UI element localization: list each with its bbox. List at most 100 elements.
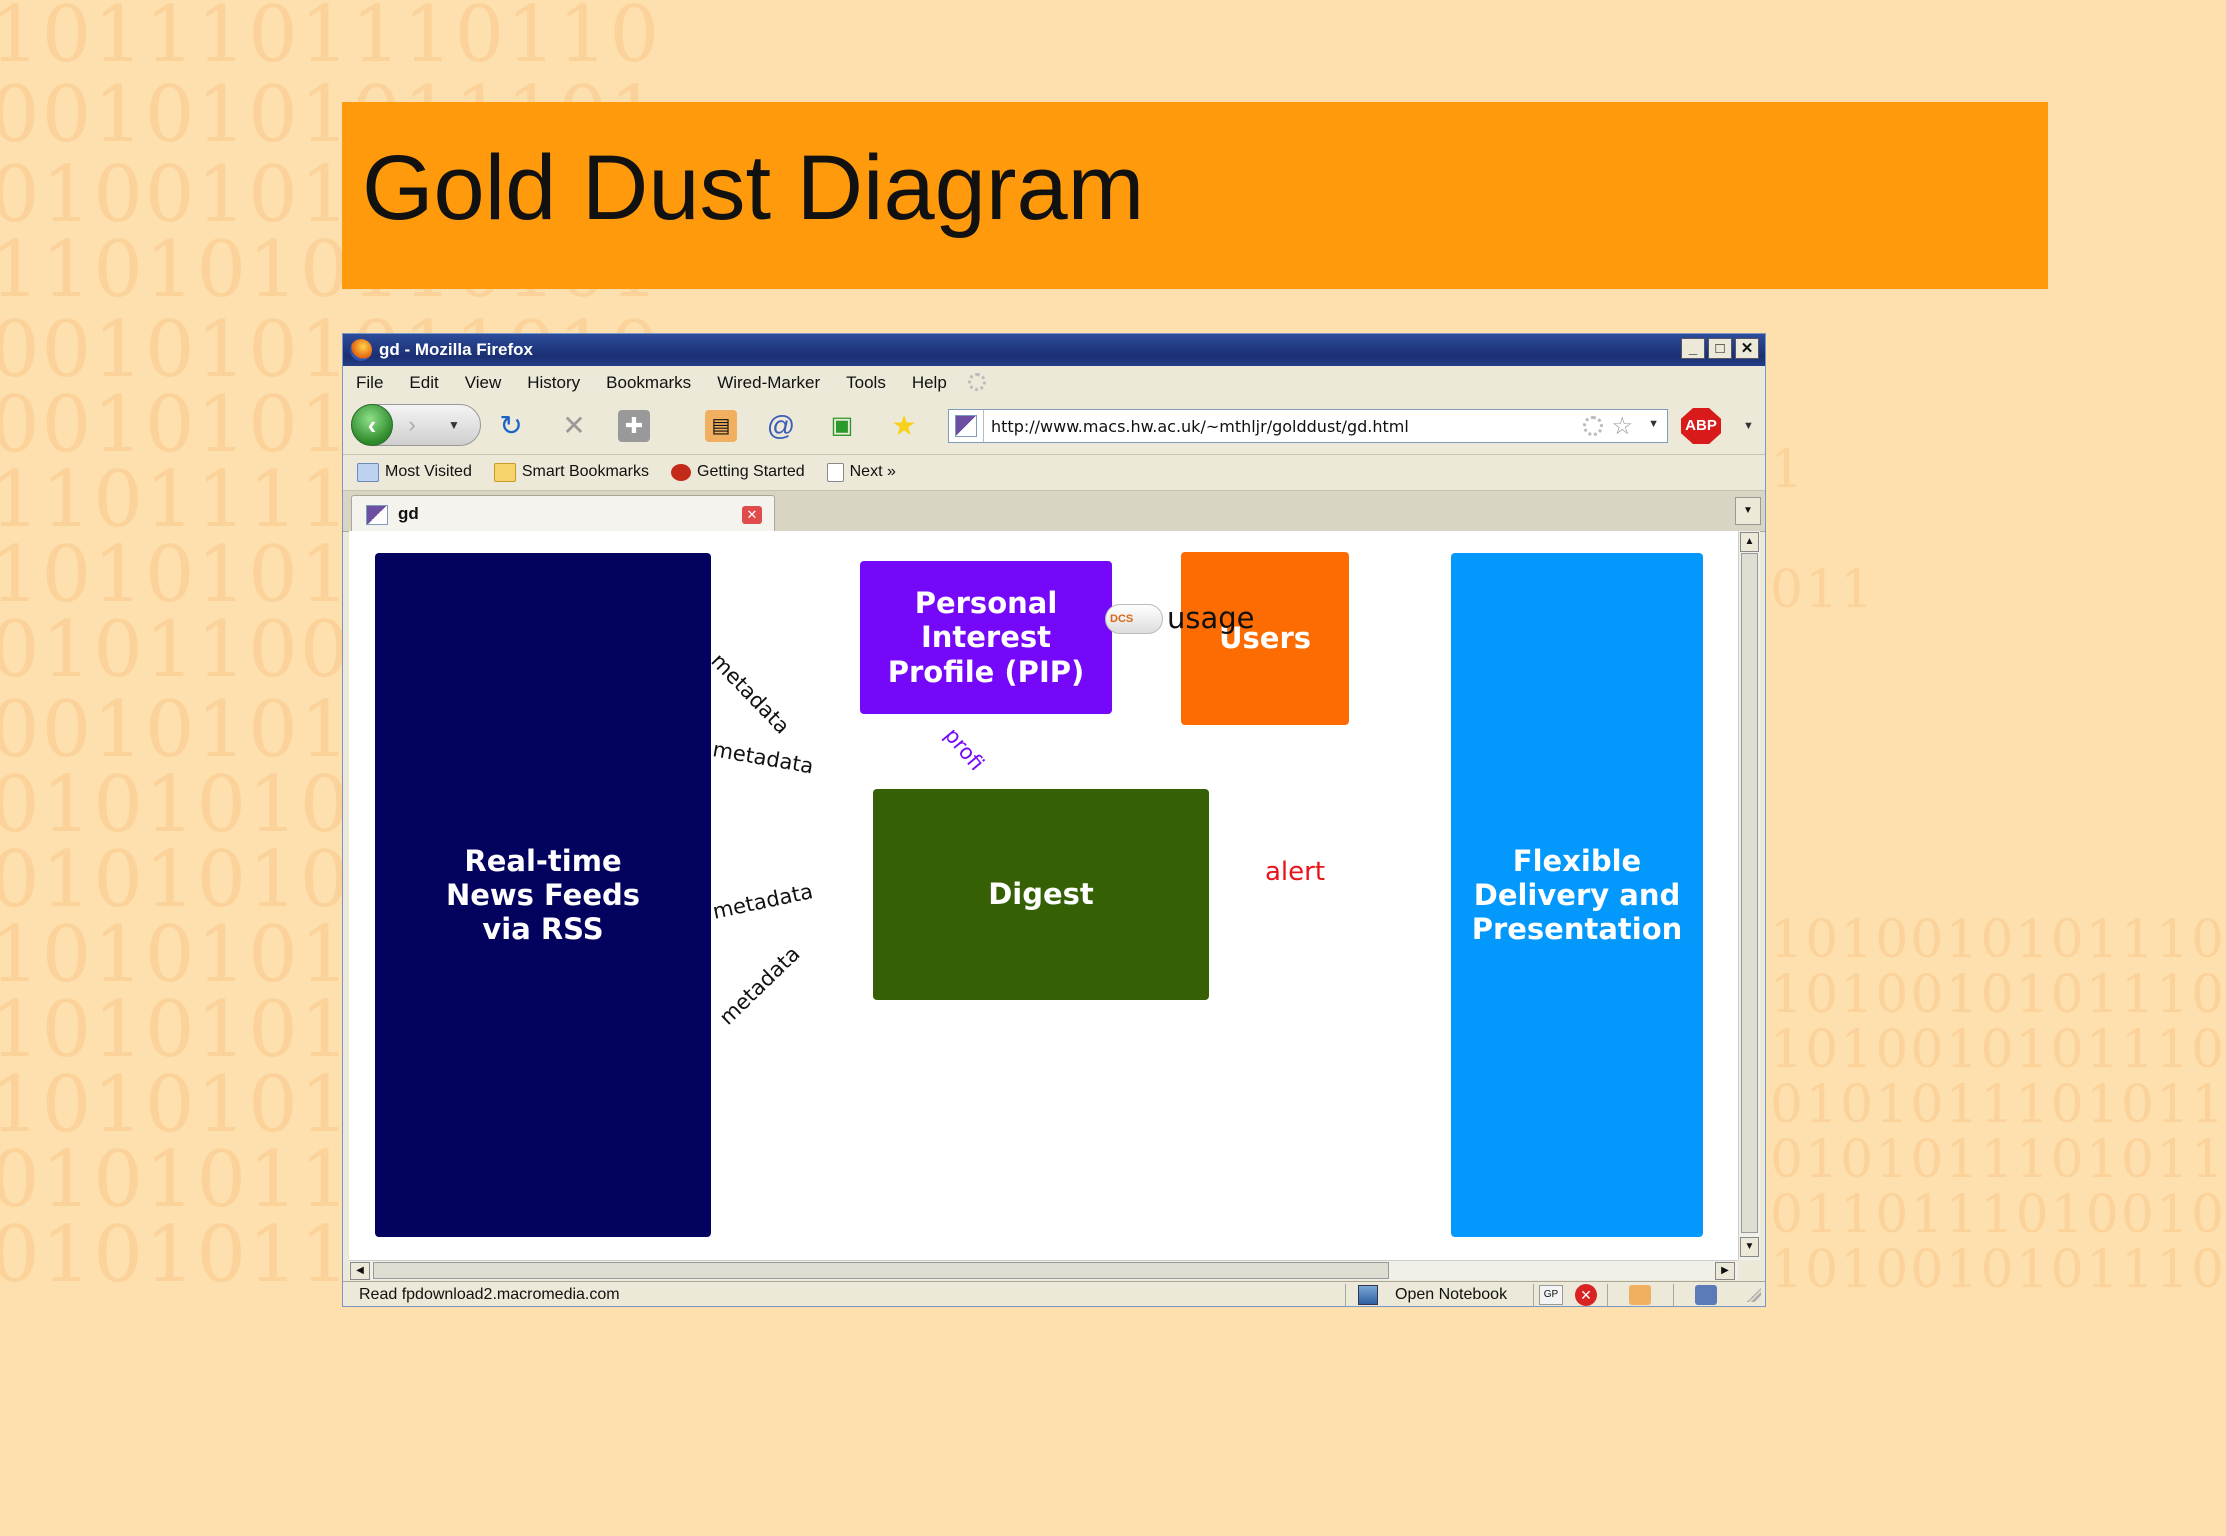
menu-tools[interactable]: Tools (846, 373, 886, 392)
url-bar[interactable]: http://www.macs.hw.ac.uk/~mthljr/golddus… (948, 409, 1668, 443)
url-text: http://www.macs.hw.ac.uk/~mthljr/golddus… (991, 417, 1409, 436)
open-notebook-button[interactable]: Open Notebook (1395, 1286, 1508, 1303)
menu-view[interactable]: View (464, 373, 502, 392)
binary-row: 1010010101110 (1770, 1240, 2226, 1300)
bookmark-getting-started[interactable]: Getting Started (663, 456, 813, 488)
loading-icon (1583, 416, 1603, 436)
binary-row: 0101011101011 (1770, 1130, 2226, 1190)
menu-bookmarks[interactable]: Bookmarks (606, 373, 692, 392)
url-dropdown-button[interactable]: ▼ (1648, 418, 1659, 430)
history-dropdown-button[interactable]: ▼ (448, 418, 460, 432)
bookmark-label: Next » (849, 463, 896, 480)
menu-wired-marker[interactable]: Wired-Marker (717, 373, 821, 392)
bookmark-label: Getting Started (697, 463, 805, 480)
resize-grip-icon[interactable] (1747, 1288, 1761, 1302)
binary-row: 0110111010010 (1770, 1185, 2226, 1245)
binary-row: 1010010101110 (1770, 910, 2226, 970)
firefox-logo-icon (350, 339, 372, 361)
users-box: Users (1181, 552, 1349, 725)
binary-row: 1011101110110 (0, 0, 662, 80)
menu-history[interactable]: History (527, 373, 581, 392)
binary-row: 1010010101110 (1770, 1020, 2226, 1080)
getting-started-icon (671, 463, 691, 481)
back-button[interactable]: ‹ (351, 404, 393, 446)
menu-help[interactable]: Help (911, 373, 947, 392)
status-bar: Read fpdownload2.macromedia.com Open Not… (343, 1281, 1765, 1308)
pip-box: Personal Interest Profile (PIP) (860, 561, 1112, 714)
metadata-label-1: metadata (706, 648, 795, 739)
tab-list-button[interactable]: ▼ (1735, 497, 1761, 525)
spiral-icon[interactable]: @ (766, 410, 796, 441)
reload-icon[interactable]: ↻ (499, 410, 523, 441)
window-title: gd - Mozilla Firefox (379, 340, 533, 359)
stop-icon[interactable]: ✕ (562, 410, 586, 441)
binary-row: 1010010101110 (1770, 965, 2226, 1025)
digest-box: Digest (873, 789, 1209, 1000)
usage-label: usage (1167, 601, 1255, 635)
horizontal-scrollbar[interactable]: ◀ ▶ (349, 1260, 1738, 1280)
folder-icon (493, 462, 516, 482)
close-tab-icon[interactable]: ✕ (742, 506, 762, 524)
error-icon[interactable]: ✕ (1575, 1284, 1597, 1306)
notebook-icon[interactable] (1358, 1285, 1378, 1305)
alert-label: alert (1265, 857, 1326, 887)
most-visited-icon (357, 462, 379, 482)
maximize-button[interactable]: □ (1708, 338, 1732, 359)
adblock-dropdown-button[interactable]: ▼ (1743, 420, 1754, 432)
metadata-label-4: metadata (714, 941, 805, 1030)
menu-file[interactable]: File (356, 373, 384, 392)
page-icon (826, 462, 844, 482)
window-titlebar[interactable]: gd - Mozilla Firefox _ □ ✕ (343, 334, 1765, 366)
bookmarks-toolbar: Most Visited Smart Bookmarks Getting Sta… (343, 456, 1765, 488)
back-forward-group: ‹ › ▼ (351, 404, 481, 446)
news-feeds-box: Real-time News Feeds via RSS (375, 553, 711, 1237)
scroll-down-button[interactable]: ▼ (1740, 1237, 1759, 1257)
bookmark-star-icon[interactable]: ★ (891, 410, 917, 441)
bookmark-label: Most Visited (385, 463, 472, 480)
close-window-button[interactable]: ✕ (1735, 338, 1759, 359)
bookmark-label: Smart Bookmarks (521, 463, 649, 480)
delivery-box: Flexible Delivery and Presentation (1451, 553, 1703, 1237)
tab-label: gd (398, 504, 419, 523)
metadata-label-3: metadata (710, 879, 816, 924)
menu-edit[interactable]: Edit (409, 373, 439, 392)
tab-gd[interactable]: gd ✕ (351, 495, 775, 531)
site-favicon-icon (955, 415, 977, 437)
slide-title-bar: Gold Dust Diagram (342, 102, 2048, 289)
throbber-icon (967, 373, 986, 391)
scroll-right-button[interactable]: ▶ (1715, 1262, 1735, 1280)
tab-bar: gd ✕ ▼ (343, 490, 1765, 532)
status-message: Read fpdownload2.macromedia.com (359, 1286, 620, 1303)
bookmark-page-star-icon[interactable]: ☆ (1611, 413, 1633, 440)
binary-row: 0101011101011 (1770, 1075, 2226, 1135)
browser-window: gd - Mozilla Firefox _ □ ✕ File Edit Vie… (342, 333, 1766, 1307)
binary-row: 011 (1770, 560, 1876, 620)
screen-capture-icon[interactable] (1695, 1285, 1717, 1305)
gp-icon[interactable]: GP (1539, 1285, 1563, 1305)
slide-title: Gold Dust Diagram (362, 137, 1145, 239)
scroll-up-button[interactable]: ▲ (1740, 532, 1759, 552)
scrapbook-status-icon[interactable] (1629, 1285, 1651, 1305)
tab-favicon-icon (366, 505, 388, 525)
vertical-scrollbar[interactable]: ▲ ▼ (1738, 531, 1760, 1260)
add-page-icon[interactable]: ▣ (830, 412, 854, 439)
scrapbook-icon[interactable]: ▤ (705, 410, 737, 442)
scroll-left-button[interactable]: ◀ (350, 1262, 370, 1280)
bookmark-smart-bookmarks[interactable]: Smart Bookmarks (486, 456, 657, 488)
home-icon[interactable]: ✚ (618, 410, 650, 442)
navigation-toolbar: ‹ › ▼ ↻ ✕ ✚ ▤ @ ▣ ★ http://www.macs.hw.a… (343, 398, 1765, 455)
menu-bar: File Edit View History Bookmarks Wired-M… (343, 367, 1765, 397)
metadata-label-2: metadata (710, 737, 816, 779)
usage-connector-pill: DCS (1105, 604, 1163, 634)
bookmark-most-visited[interactable]: Most Visited (349, 456, 480, 488)
page-content: Real-time News Feeds via RSS Personal In… (349, 531, 1738, 1260)
adblock-plus-icon[interactable]: ABP (1681, 408, 1721, 444)
horizontal-scroll-thumb[interactable] (373, 1262, 1389, 1279)
forward-button[interactable]: › (408, 412, 416, 437)
bookmark-next[interactable]: Next » (819, 456, 904, 488)
profile-label: profi (939, 723, 989, 776)
vertical-scroll-thumb[interactable] (1741, 553, 1758, 1233)
minimize-button[interactable]: _ (1681, 338, 1705, 359)
binary-row: 1 (1770, 440, 1806, 500)
window-controls: _ □ ✕ (1681, 338, 1759, 359)
